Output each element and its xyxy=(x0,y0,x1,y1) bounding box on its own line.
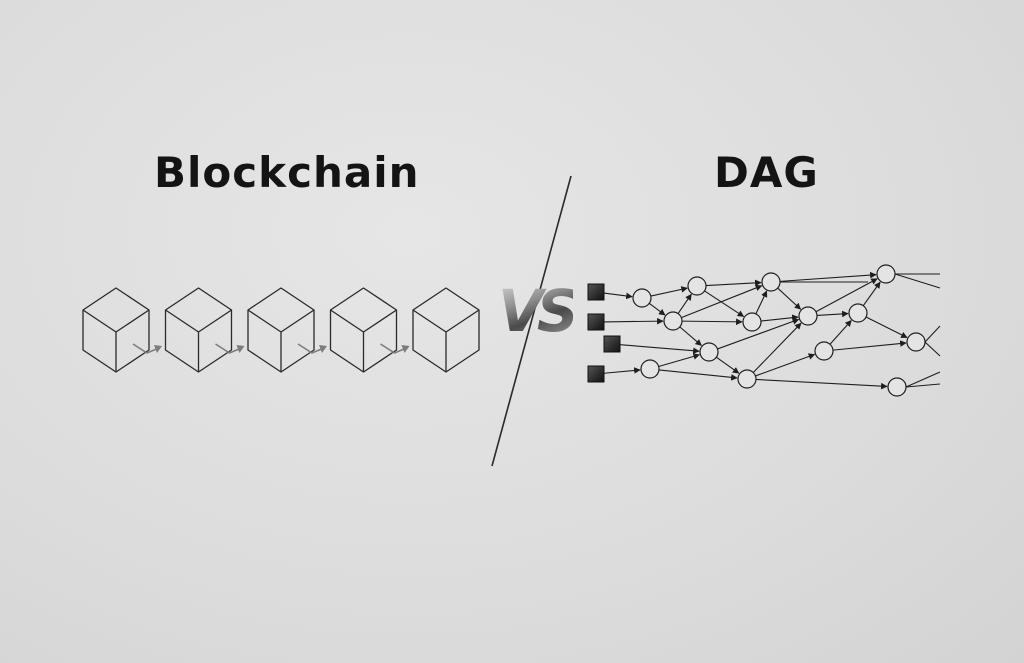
dag-source-node xyxy=(603,335,621,353)
blockchain-title: Blockchain xyxy=(154,148,420,197)
dag-edge xyxy=(650,286,688,297)
dag-node xyxy=(742,312,762,332)
dag-edge xyxy=(603,317,664,325)
dag-node xyxy=(906,332,926,352)
dag-edge xyxy=(865,316,908,339)
dag-outgoing-edge xyxy=(924,325,941,343)
dag-source-node xyxy=(587,313,605,331)
dag-edge xyxy=(755,378,888,390)
chain-link-arrow xyxy=(215,343,245,354)
dag-edge xyxy=(777,287,802,310)
dag-source-node xyxy=(587,365,605,383)
dag-edge xyxy=(679,326,702,346)
block-cube xyxy=(412,287,480,373)
block-cube xyxy=(247,287,315,373)
dag-edge xyxy=(704,290,745,317)
dag-node xyxy=(887,377,907,397)
block-cube xyxy=(82,287,150,373)
dag-node xyxy=(737,369,757,389)
dag-edge xyxy=(717,318,800,350)
dag-node xyxy=(640,359,660,379)
dag-outgoing-edge xyxy=(894,273,941,289)
dag-title: DAG xyxy=(714,148,819,197)
dag-outgoing-edge xyxy=(905,371,941,388)
dag-edge xyxy=(648,302,666,316)
dag-edge xyxy=(832,340,907,351)
blockchain-chain xyxy=(82,287,480,373)
dag-edge xyxy=(779,271,877,282)
dag-node xyxy=(663,311,683,331)
dag-edge xyxy=(677,293,692,314)
block-cube xyxy=(329,287,398,373)
dag-node xyxy=(632,288,652,308)
dag-edge xyxy=(755,353,816,377)
dag-edge xyxy=(816,310,849,318)
vs-label: VS xyxy=(498,277,579,345)
chain-link-arrow xyxy=(380,343,410,354)
dag-node xyxy=(699,342,719,362)
dag-edge xyxy=(619,344,700,354)
dag-edge xyxy=(681,318,743,326)
dag-node xyxy=(848,303,868,323)
dag-node xyxy=(814,341,834,361)
dag-source-node xyxy=(587,283,605,301)
dag-node xyxy=(687,276,707,296)
dag-edge xyxy=(603,292,633,300)
dag-edge xyxy=(603,367,641,374)
dag-edge xyxy=(815,278,878,313)
dag-graph xyxy=(587,264,941,397)
chain-link-arrow xyxy=(297,343,327,354)
dag-edge xyxy=(658,353,701,368)
chain-link-arrow xyxy=(132,343,162,354)
dag-edge xyxy=(658,369,738,381)
dag-edge xyxy=(755,290,768,315)
dag-edge xyxy=(760,314,799,322)
dag-node xyxy=(876,264,896,284)
dag-edge xyxy=(862,281,881,307)
block-cube xyxy=(164,287,233,373)
dag-edge xyxy=(829,319,852,345)
dag-node xyxy=(798,306,818,326)
dag-edge xyxy=(716,356,740,374)
dag-outgoing-edge xyxy=(924,341,941,357)
dag-node xyxy=(761,272,781,292)
dag-outgoing-edge xyxy=(905,383,941,388)
divider-line xyxy=(491,175,572,467)
dag-edge xyxy=(705,279,762,287)
dag-edge xyxy=(752,322,802,373)
